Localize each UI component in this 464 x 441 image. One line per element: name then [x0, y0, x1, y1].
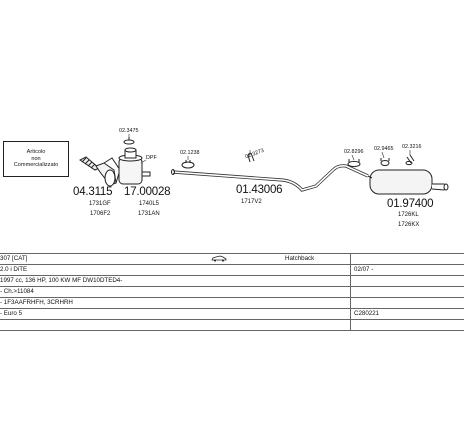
- callout-clamp: 02.3475: [119, 128, 139, 134]
- table-row: 1997 cc, 136 HP, 100 KW MF DW10DTED4-: [0, 275, 464, 286]
- part-number[interactable]: 01.97400: [387, 198, 434, 210]
- callout-rubber: 02.9465: [374, 146, 394, 152]
- rubber-mount-part: [380, 158, 390, 166]
- clamp-part: [123, 137, 135, 145]
- engine-cell: 2.0 i DiTE: [0, 266, 28, 273]
- callout-dpf: DPF: [146, 155, 157, 161]
- callout-clamp: 02.1238: [180, 150, 200, 156]
- callout-hanger: 02.3216: [402, 144, 422, 150]
- part-number[interactable]: 01.43006: [236, 184, 283, 196]
- euro-cell: - Euro 5: [0, 310, 23, 317]
- model-cell: 307 [CAT]: [0, 255, 28, 262]
- table-row: 307 [CAT] Hatchback: [0, 253, 464, 264]
- middle-pipe-part: [171, 164, 369, 192]
- oem-number: 1731AN: [138, 211, 160, 217]
- oem-number: 1706F2: [90, 211, 111, 217]
- dpf-part: [118, 147, 151, 185]
- catalyst-part: [79, 156, 121, 187]
- not-sold-notice: Articolo non Commercializzato: [3, 141, 69, 177]
- code-cell: C280221: [354, 310, 380, 317]
- table-row: - 1F3AAFRHFH, 3CRHRH: [0, 297, 464, 308]
- type-cell: - 1F3AAFRHFH, 3CRHRH: [0, 299, 73, 306]
- notice-line: Commercializzato: [13, 162, 59, 169]
- exhaust-diagram: [79, 134, 449, 195]
- oem-number: 1731GF: [89, 201, 111, 207]
- oem-number: 1726KL: [398, 212, 419, 218]
- date-cell: 02/07 -: [354, 266, 374, 273]
- oem-number: 1740L5: [139, 201, 160, 207]
- hanger-part: [247, 152, 255, 163]
- car-icon: [211, 255, 227, 266]
- chassis-cell: - Ch.>11084: [0, 288, 34, 295]
- table-row: - Euro 5 C280221: [0, 308, 464, 319]
- table-row: - Ch.>11084: [0, 286, 464, 297]
- clamp-part: [347, 159, 361, 168]
- body-cell: Hatchback: [285, 255, 315, 262]
- notice-line: non: [31, 155, 41, 162]
- table-row: 2.0 i DiTE 02/07 -: [0, 264, 464, 275]
- oem-number: 1726KX: [398, 222, 420, 228]
- oem-number: 1717V2: [241, 199, 262, 205]
- rear-silencer-part: [367, 169, 449, 195]
- leader-lines: [128, 134, 411, 164]
- part-number[interactable]: 04.3115: [73, 186, 113, 198]
- spec-cell: 1997 cc, 136 HP, 100 KW MF DW10DTED4-: [0, 277, 123, 284]
- notice-line: Articolo: [26, 149, 46, 156]
- part-number[interactable]: 17.00028: [124, 186, 171, 198]
- hanger-part: [405, 154, 415, 166]
- callout-clamp: 02.8296: [344, 149, 364, 155]
- clamp-part: [181, 160, 195, 169]
